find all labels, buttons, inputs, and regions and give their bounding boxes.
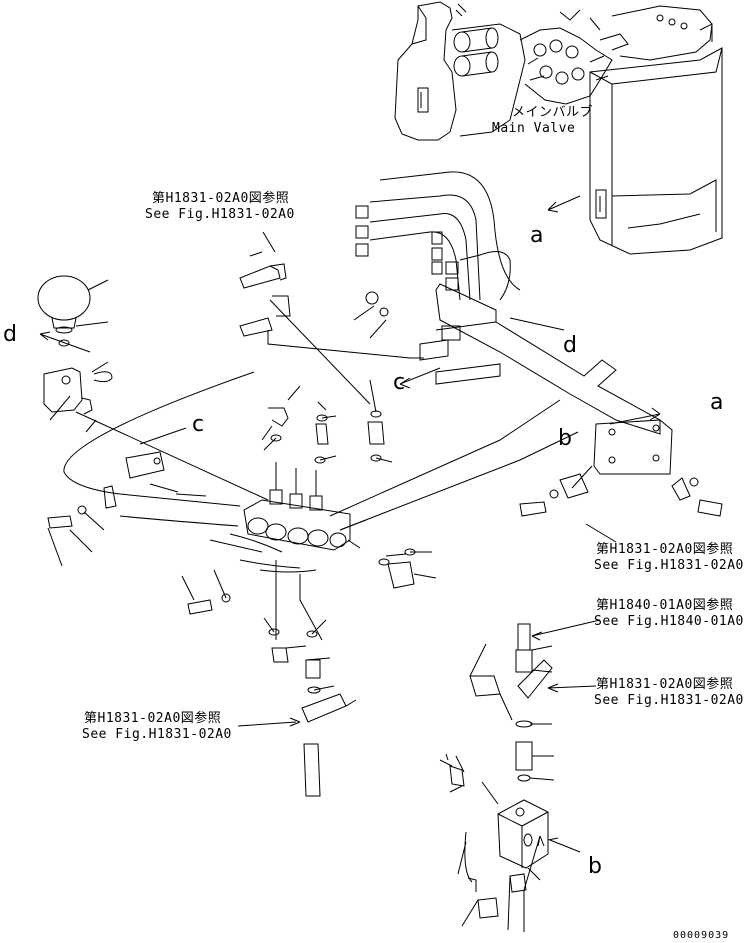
callout-b-upper: b: [558, 426, 572, 451]
leader-lines: [40, 196, 660, 932]
ref-label-2-en: See Fig.H1831-02A0: [594, 558, 744, 573]
callout-c-left: c: [192, 412, 205, 437]
ref-label-5-en: See Fig.H1831-02A0: [82, 727, 232, 742]
solenoid-bracket: [420, 284, 672, 474]
callout-d-left: d: [3, 322, 17, 347]
ref-label-4-en: See Fig.H1831-02A0: [594, 693, 744, 708]
ref-label-4-jp: 第H1831-02A0図参照: [596, 677, 734, 692]
callout-a-lower: a: [710, 390, 724, 415]
fittings-lower-right: [450, 624, 552, 918]
ref-label-1-jp: 第H1831-02A0図参照: [152, 191, 290, 206]
fittings-lower-left: [269, 629, 346, 796]
pipe-ref-upper: [240, 264, 290, 336]
callout-d-right: d: [563, 333, 577, 358]
main-valve-assembly: [395, 2, 712, 140]
callout-a-upper: a: [530, 223, 544, 248]
ref-label-3-jp: 第H1840-01A0図参照: [596, 598, 734, 613]
ref-label-1-en: See Fig.H1831-02A0: [145, 207, 295, 222]
drawing-code: 00009039: [673, 930, 730, 941]
pipe-routing: [64, 300, 578, 572]
callout-b-lower: b: [588, 854, 602, 879]
bracket-a: [590, 24, 722, 254]
main-valve-label-en: Main Valve: [492, 121, 576, 136]
fittings-upper: [48, 292, 722, 614]
main-valve-label-jp: メインバルブ: [512, 105, 594, 120]
manifold-block: [244, 462, 350, 640]
ref-label-2-jp: 第H1831-02A0図参照: [596, 542, 734, 557]
accumulator: [38, 276, 112, 414]
ref-label-3-en: See Fig.H1840-01A0: [594, 614, 744, 629]
callout-c-right: c: [393, 370, 406, 395]
pilot-hoses: [356, 172, 520, 300]
ref-label-5-jp: 第H1831-02A0図参照: [84, 711, 222, 726]
